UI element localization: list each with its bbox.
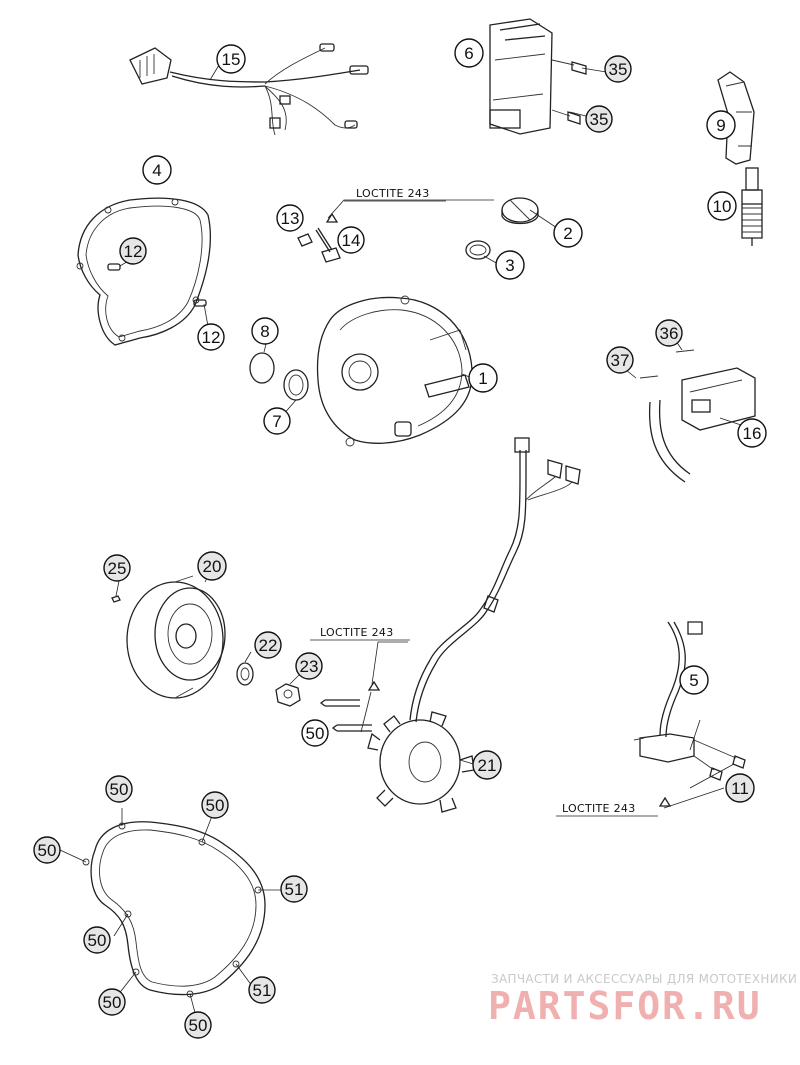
svg-text:16: 16 [743, 424, 762, 443]
svg-text:20: 20 [203, 557, 222, 576]
svg-text:51: 51 [253, 981, 272, 1000]
callout-22: 22 [254, 631, 282, 659]
svg-text:1: 1 [478, 369, 487, 388]
svg-text:10: 10 [713, 197, 732, 216]
ignition-coil-drawing [639, 349, 756, 483]
svg-text:50: 50 [38, 841, 57, 860]
flywheel-drawing [126, 575, 226, 699]
ignition-cover-gasket-drawing [76, 197, 211, 346]
svg-text:4: 4 [152, 161, 161, 180]
callout-11: 11 [725, 773, 755, 803]
ignition-cover-drawing [316, 295, 473, 447]
svg-text:8: 8 [260, 322, 269, 341]
leader-lines [59, 59, 751, 1025]
callout-1: 1 [468, 363, 498, 393]
loctite-note-top: LOCTITE 243 [356, 187, 430, 200]
svg-text:12: 12 [124, 242, 143, 261]
callout-20: 20 [197, 551, 227, 581]
svg-text:50: 50 [306, 724, 325, 743]
svg-text:21: 21 [478, 756, 497, 775]
callout-35: 35 [604, 55, 632, 83]
svg-text:13: 13 [281, 209, 300, 228]
callout-50: 50 [105, 775, 133, 803]
o-ring-and-seal-drawing [249, 352, 309, 401]
callout-6: 6 [454, 38, 484, 68]
callout-9: 9 [706, 110, 736, 140]
watermark-caption: ЗАПЧАСТИ И АКСЕССУАРЫ ДЛЯ МОТОТЕХНИКИ [491, 972, 798, 986]
callout-13: 13 [276, 204, 304, 232]
svg-text:14: 14 [342, 231, 361, 250]
callout-25: 25 [103, 554, 131, 582]
svg-text:2: 2 [563, 224, 572, 243]
plug-and-screw-drawing [297, 212, 341, 263]
callout-36: 36 [655, 319, 683, 347]
svg-text:25: 25 [108, 559, 127, 578]
svg-text:6: 6 [464, 44, 473, 63]
svg-text:5: 5 [689, 671, 698, 690]
callout-2: 2 [553, 218, 583, 248]
callout-50: 50 [83, 926, 111, 954]
callout-50: 50 [184, 1011, 212, 1039]
loctite-notes: LOCTITE 243 LOCTITE 243 LOCTITE 243 [310, 187, 672, 817]
svg-text:9: 9 [716, 116, 725, 135]
svg-text:35: 35 [590, 110, 609, 129]
dowel-pin-drawing [107, 263, 207, 307]
callout-50: 50 [98, 988, 126, 1016]
callout-8: 8 [251, 317, 279, 345]
callout-50: 50 [33, 836, 61, 864]
svg-text:7: 7 [272, 412, 281, 431]
cdi-unit-drawing [489, 18, 587, 135]
callout-14: 14 [337, 226, 365, 254]
loctite-note-bottom: LOCTITE 243 [562, 802, 636, 815]
callout-50: 50 [301, 719, 329, 747]
callout-12: 12 [119, 237, 147, 265]
svg-text:50: 50 [103, 993, 122, 1012]
svg-text:50: 50 [189, 1016, 208, 1035]
callout-10: 10 [707, 191, 737, 221]
svg-text:35: 35 [609, 60, 628, 79]
svg-text:22: 22 [259, 636, 278, 655]
svg-text:15: 15 [222, 50, 241, 69]
spark-plug-drawing [741, 167, 763, 246]
callout-4: 4 [142, 155, 172, 185]
position-sensor-drawing [633, 621, 746, 781]
svg-text:3: 3 [505, 256, 514, 275]
callout-37: 37 [606, 346, 634, 374]
callout-markers: 15 6 35 35 9 10 4 13 14 2 3 12 12 8 7 1 … [33, 38, 767, 1039]
washer-and-nut-drawing [236, 662, 301, 707]
svg-text:50: 50 [110, 780, 129, 799]
callout-50: 50 [201, 791, 229, 819]
callout-16: 16 [737, 418, 767, 448]
crankcase-gasket-drawing [82, 821, 266, 998]
svg-text:23: 23 [300, 657, 319, 676]
callout-51: 51 [248, 976, 276, 1004]
loctite-note-middle: LOCTITE 243 [320, 626, 394, 639]
callout-12: 12 [197, 323, 225, 351]
watermark-brand: PARTSFOR.RU [488, 984, 762, 1028]
callout-3: 3 [495, 250, 525, 280]
stator-drawing [367, 437, 581, 813]
stator-screws-drawing [319, 680, 381, 733]
svg-text:11: 11 [731, 779, 749, 798]
svg-text:37: 37 [611, 351, 630, 370]
callout-23: 23 [295, 652, 323, 680]
callout-15: 15 [216, 44, 246, 74]
filler-plug-drawing [465, 197, 539, 260]
svg-text:50: 50 [88, 931, 107, 950]
callout-51: 51 [280, 875, 308, 903]
callout-35: 35 [585, 105, 613, 133]
woodruff-key-drawing [111, 595, 121, 603]
callout-7: 7 [263, 407, 291, 435]
svg-text:51: 51 [285, 880, 304, 899]
wiring-harness-drawing [129, 43, 369, 136]
callout-21: 21 [472, 750, 502, 780]
callout-5: 5 [679, 665, 709, 695]
svg-text:50: 50 [206, 796, 225, 815]
svg-text:36: 36 [660, 324, 679, 343]
svg-text:12: 12 [202, 328, 221, 347]
